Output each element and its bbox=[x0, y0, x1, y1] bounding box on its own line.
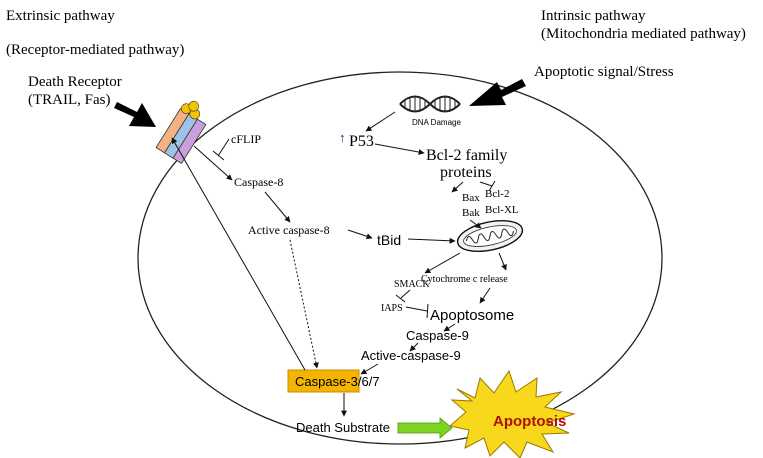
mito-to-smack-arrow bbox=[424, 252, 461, 274]
death-receptor-examples: (TRAIL, Fas) bbox=[28, 92, 111, 108]
green-arrow bbox=[397, 417, 453, 439]
iaps-label: IAPS bbox=[381, 303, 403, 314]
death-receptor-icon bbox=[155, 100, 207, 165]
cytochrome-label: Cytochrome c release bbox=[421, 274, 508, 285]
smack-inhibit-line bbox=[400, 289, 411, 299]
bcl2-family-proteins-label: proteins bbox=[440, 164, 492, 181]
cflip-inhibit-line bbox=[217, 138, 230, 157]
active-caspase8-to-tbid-arrow bbox=[347, 229, 373, 240]
tbid-to-mito-arrow bbox=[407, 237, 456, 244]
intrinsic-signal-arrow bbox=[469, 79, 526, 106]
cflip-inhibit-bar bbox=[212, 150, 225, 161]
caspase367-box bbox=[287, 369, 360, 393]
active-caspase9-label: Active-caspase-9 bbox=[361, 348, 461, 363]
proteins-to-bcl2-inhibit-line bbox=[479, 181, 493, 187]
caspase8-label: Caspase-8 bbox=[234, 175, 283, 189]
caspase367-to-receptor-line bbox=[171, 137, 306, 371]
smack-inhibit-bar bbox=[395, 294, 406, 303]
apoptosis-label: Apoptosis bbox=[493, 413, 566, 430]
caspase8-to-active-arrow bbox=[264, 191, 291, 223]
intrinsic-subtitle: (Mitochondria mediated pathway) bbox=[541, 26, 746, 42]
apoptotic-signal-label: Apoptotic signal/Stress bbox=[534, 64, 674, 80]
iaps-inhibit-bar bbox=[426, 303, 429, 319]
death-substrate-label: Death Substrate bbox=[296, 420, 390, 435]
p53-up-arrow: ↑ bbox=[339, 130, 346, 145]
active-caspase8-label: Active caspase-8 bbox=[248, 223, 330, 237]
intrinsic-title: Intrinsic pathway bbox=[541, 8, 646, 24]
mito-to-cytochrome-arrow bbox=[498, 252, 507, 271]
bax-label: Bax bbox=[462, 192, 480, 204]
extrinsic-title: Extrinsic pathway bbox=[6, 8, 115, 24]
receptor-to-caspase8-arrow bbox=[193, 145, 233, 181]
apoptosis-burst bbox=[448, 369, 576, 458]
iaps-inhibit-line bbox=[405, 306, 428, 312]
proteins-to-bcl2-inhibit-bar bbox=[488, 180, 496, 192]
tbid-label: tBid bbox=[377, 232, 401, 248]
dna-to-p53-arrow bbox=[365, 111, 396, 132]
extrinsic-signal-arrow bbox=[114, 102, 156, 127]
apoptosome-label: Apoptosome bbox=[430, 307, 514, 324]
dna-icon bbox=[399, 95, 461, 113]
cytochrome-to-apoptosome-arrow bbox=[479, 287, 491, 304]
proteins-to-bax-arrow bbox=[451, 181, 464, 193]
caspase9-to-active-arrow bbox=[409, 342, 419, 352]
cflip-label: cFLIP bbox=[231, 132, 261, 146]
death-receptor-label: Death Receptor bbox=[28, 74, 122, 90]
bak-to-mito-arrow bbox=[469, 219, 482, 229]
p53-label: P53 bbox=[349, 133, 374, 150]
caspase9-label: Caspase-9 bbox=[406, 328, 469, 343]
cell-membrane bbox=[137, 71, 663, 445]
apoptosome-to-caspase9-arrow bbox=[443, 323, 456, 332]
active-caspase9-to-caspase367-arrow bbox=[360, 363, 379, 375]
connectors bbox=[171, 111, 507, 417]
bak-label: Bak bbox=[462, 207, 480, 219]
bcl2-label: Bcl-2 bbox=[485, 188, 509, 200]
active-caspase8-to-caspase367-dashed bbox=[289, 239, 319, 369]
bcl2-family-label: Bcl-2 family bbox=[426, 147, 507, 164]
p53-to-bcl2-arrow bbox=[374, 143, 425, 155]
smack-label: SMACK bbox=[394, 279, 430, 290]
dna-damage-label: DNA Damage bbox=[412, 118, 461, 127]
mitochondrion-icon bbox=[456, 219, 524, 253]
caspase367-label: Caspase-3/6/7 bbox=[295, 374, 380, 389]
extrinsic-subtitle: (Receptor-mediated pathway) bbox=[6, 42, 184, 58]
bclxl-label: Bcl-XL bbox=[485, 204, 519, 216]
